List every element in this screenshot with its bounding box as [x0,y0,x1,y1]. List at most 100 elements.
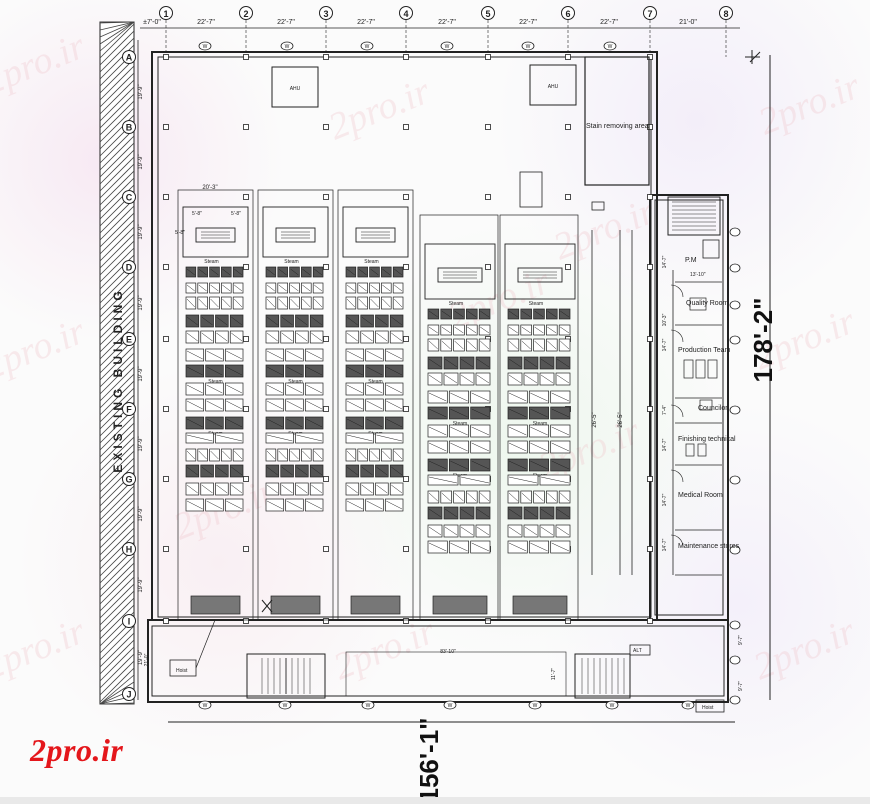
window-bubble-label: W [610,703,615,709]
workstation-detail [286,350,303,360]
workstation-detail [524,508,538,518]
workstation-detail [186,418,203,428]
row-spacing-label: 19'-9" [138,436,144,451]
hoist-line [195,619,216,669]
hatch-line [99,21,135,24]
workstation-detail [556,358,570,368]
hatch-line [99,93,135,129]
workstation-detail [394,284,403,292]
workstation-detail [450,392,468,402]
hatch-line [99,450,135,486]
workstation-detail [266,434,293,442]
column-post [163,618,169,624]
column-spacing-label: 22'-7" [277,19,295,26]
workstation-detail [222,298,231,308]
window-bubble-east [729,695,741,705]
workstation-detail [366,500,383,510]
workstation-detail [186,268,195,276]
workstation-detail [346,284,355,292]
workstation-detail [346,418,363,428]
window-bubble-east [729,545,741,555]
workstation-detail [521,326,531,334]
hatch-line [99,583,135,619]
hatch-line [99,422,135,458]
station-label: Steam [453,421,467,427]
workstation-detail [476,358,490,368]
workstation-detail [306,384,323,394]
hatch-line [99,86,135,122]
workstation-detail [547,310,557,318]
lane-head-machine [517,267,563,283]
row-grid-label: A [126,53,133,63]
hatch-line [99,625,135,661]
brand-logo[interactable]: 2pro.ir [30,732,124,768]
column-post [647,194,653,200]
workstation-detail [476,526,490,536]
workstation-detail [278,298,287,308]
workstation-detail [231,316,243,326]
row-spacing-label: 19'-9" [138,506,144,521]
workstation-detail [391,332,403,342]
column-post [565,54,571,60]
workstation-detail [454,310,464,318]
workstation-detail [226,500,243,510]
stair-dim-label: 11'-7" [551,668,557,681]
workstation-detail [386,418,403,428]
window-bubble [603,41,617,51]
workstation-detail [428,460,447,470]
column-post [243,546,249,552]
row-i-dim: 21'-0" [144,653,150,666]
window-bubble [280,41,294,51]
hatch-line [99,429,135,465]
lane-end-box [270,595,321,615]
window-bubble-east [729,655,741,665]
workstation-detail [376,434,403,442]
workstation-detail [346,268,355,276]
column-post [243,54,249,60]
workstation-detail [266,384,283,394]
hatch-line [99,534,135,570]
workstation-detail [311,332,323,342]
workstation-detail [206,500,223,510]
workstation-detail [508,476,538,484]
hatch-line [99,128,135,164]
window-bubble-label: W [526,44,531,50]
workstation-detail [547,326,557,334]
workstation-detail [206,418,223,428]
column-spacing-label: 22'-7" [438,19,456,26]
lane-end-box [432,595,488,615]
production-lane-outline [499,214,579,621]
workstation-detail [471,542,490,552]
workstation-detail [216,332,228,342]
column-post [403,264,409,270]
total-height-dimension: 178'-2" [748,297,778,382]
workstation-detail [556,508,570,518]
production-lane-outline [177,189,254,621]
workstation-detail [281,316,293,326]
window-bubble-label: W [285,44,290,50]
workstation-detail [530,426,548,436]
workstation-detail [198,298,207,308]
workstation-detail [266,268,275,276]
lane-end-box [190,595,241,615]
column-post [163,194,169,200]
window-bubble-label: W [366,703,371,709]
window-bubble [198,700,212,710]
workstation-detail [278,450,287,460]
column-post [323,264,329,270]
column-post [485,124,491,130]
workstation-detail [391,484,403,494]
workstation-detail [302,284,311,292]
workstation-detail [460,476,490,484]
stair-east [667,196,721,236]
equipment-box [519,171,543,208]
workstation-detail [186,500,203,510]
workstation-detail [524,358,538,368]
window-bubble-label: W [448,703,453,709]
workstation-detail [391,466,403,476]
hatch-line [99,464,135,500]
row-grid-label: E [126,335,132,345]
workstation-detail [534,310,544,318]
workstation-detail [290,268,299,276]
column-post [163,54,169,60]
